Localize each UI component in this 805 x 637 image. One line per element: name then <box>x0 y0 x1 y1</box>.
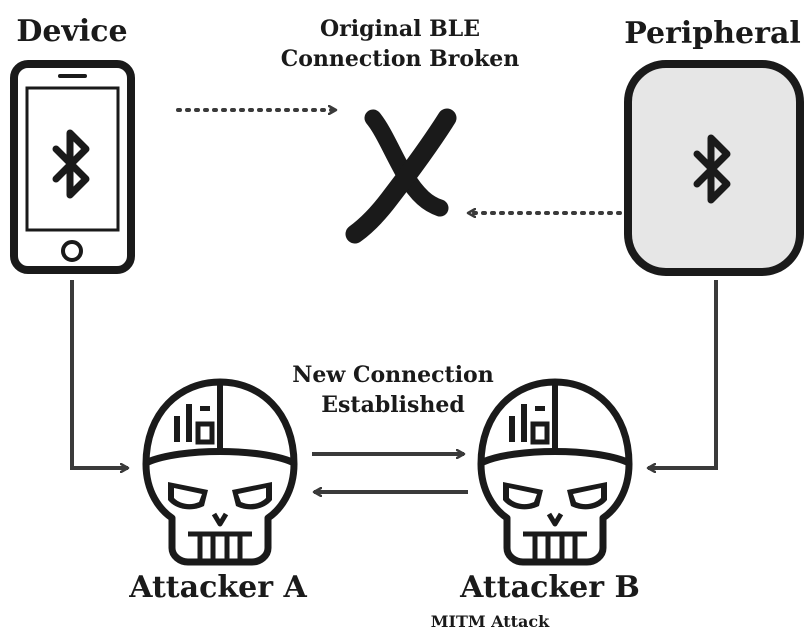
mitm-attack-label: MITM Attack <box>430 612 550 631</box>
new-connection-annotation: New Connection Established <box>268 360 518 420</box>
cross-mark-icon <box>345 108 457 244</box>
attacker-a-label: Attacker A <box>129 570 307 605</box>
broken-connection-annotation: Original BLE Connection Broken <box>255 14 545 74</box>
peripheral-to-attacker-b-arrow <box>648 280 718 468</box>
new-connection-line-1: New Connection <box>292 362 494 388</box>
broken-line-2: Connection Broken <box>280 46 520 72</box>
device-to-attacker-a-arrow <box>70 280 128 468</box>
device-label: Device <box>16 14 128 49</box>
peripheral-label: Peripheral <box>624 16 801 51</box>
new-connection-line-2: Established <box>321 392 465 418</box>
broken-line-1: Original BLE <box>320 16 480 42</box>
smartphone-bluetooth-icon <box>10 60 135 274</box>
bluetooth-peripheral-icon <box>624 60 804 276</box>
attacker-b-label: Attacker B <box>460 570 640 605</box>
